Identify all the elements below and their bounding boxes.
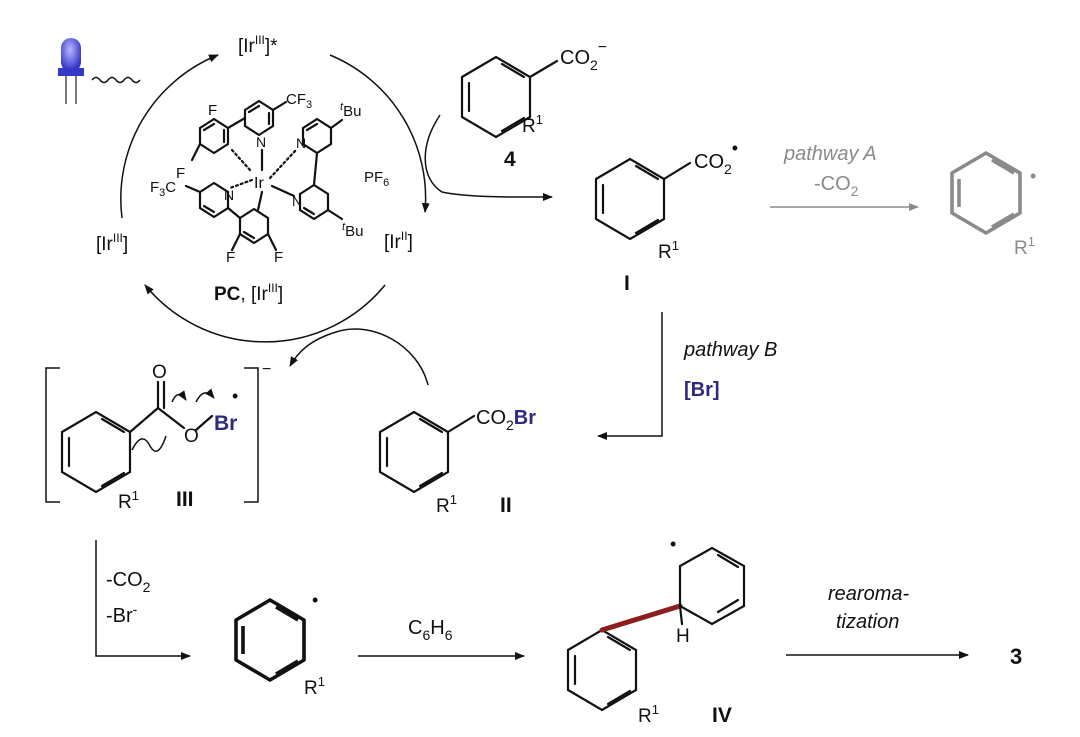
aryl-radical-grey-r1: R1 (1014, 234, 1035, 259)
complex-ir: Ir (254, 175, 264, 192)
ir2-label: [IrII] (384, 229, 413, 253)
aryl-radical-grey-dot: • (1030, 166, 1036, 186)
complex-F2: F (176, 165, 185, 182)
aryl-radical-grey (950, 151, 1022, 235)
radical-I-structure (594, 157, 692, 241)
complex-F4: F (274, 249, 283, 266)
compound-III-structure (45, 367, 259, 503)
cIII-O1: O (152, 362, 167, 383)
loss-br: -Br- (106, 601, 138, 627)
complex-cf3-left: F3C (150, 179, 176, 199)
set-to-bromide-arrow (289, 328, 429, 386)
new-c-c-bond (599, 603, 683, 633)
cI-group: CO2• (694, 138, 738, 177)
light-wave (91, 76, 141, 84)
ir3-left-label: [IrIII] (96, 231, 128, 255)
complex-N3: N (224, 187, 234, 203)
pathway-A-loss: -CO2 (814, 173, 859, 199)
cII-label: II (500, 494, 512, 517)
rearom-label-1: rearoma- (828, 583, 909, 605)
cII-r1: R1 (436, 492, 457, 517)
aryl-radical-dot: • (312, 590, 318, 610)
cIV-label: IV (712, 704, 732, 727)
c4-r1: R1 (522, 112, 543, 137)
cycle-arc-excitation (120, 54, 219, 219)
pathway-B-arrow (597, 312, 663, 440)
cIII-r1: R1 (118, 488, 139, 513)
counterion-label: PF6 (364, 169, 389, 189)
ir-excited-label: [IrIII]* (238, 33, 278, 57)
complex-F3: F (226, 249, 235, 266)
compound-II-structure (378, 410, 476, 494)
cI-r1: R1 (658, 238, 679, 263)
cII-group: CO2Br (476, 407, 536, 433)
pc-label: PC, [IrIII] (214, 281, 283, 305)
complex-N1: N (256, 134, 266, 150)
cIII-O2: O (184, 426, 199, 447)
compound-IV-structure (566, 546, 746, 712)
cIV-r1: R1 (638, 702, 659, 727)
substrate-in-arrow (424, 114, 553, 202)
pathway-B-reagent: [Br] (684, 379, 720, 401)
cIV-radical: • (670, 534, 676, 554)
pathway-A-label: pathway A (783, 143, 877, 165)
cI-label: I (624, 272, 630, 295)
led-light-icon (58, 38, 84, 104)
photocatalyst-structure (184, 99, 344, 252)
aryl-radical-r1: R1 (304, 674, 325, 699)
complex-N2: N (296, 135, 306, 151)
cIII-radical: • (232, 386, 238, 406)
cycle-arc-reduction (329, 54, 430, 213)
loss-co2: -CO2 (106, 569, 151, 595)
complex-cf3-top: CF3 (286, 91, 312, 111)
c4-label: 4 (504, 148, 516, 171)
product-label: 3 (1010, 644, 1022, 669)
complex-tbu1: tBu (340, 101, 361, 120)
cycle-arc-oxidation (144, 284, 386, 343)
complex-tbu2: tBu (342, 221, 363, 240)
benzene-label: C6H6 (408, 617, 453, 643)
pathway-B-label: pathway B (683, 339, 777, 361)
complex-F1: F (208, 102, 217, 119)
aryl-radical (234, 598, 306, 682)
rearom-label-2: tization (836, 611, 899, 633)
compound-4-structure (460, 55, 559, 139)
cIII-br: Br (214, 412, 237, 435)
cIII-label: III (176, 488, 194, 511)
cIII-charge: − (262, 361, 271, 378)
cIV-h: H (676, 626, 690, 647)
decarboxylation-arrow (95, 540, 191, 660)
c4-group: CO2− (560, 39, 607, 73)
complex-N4: N (292, 193, 302, 209)
